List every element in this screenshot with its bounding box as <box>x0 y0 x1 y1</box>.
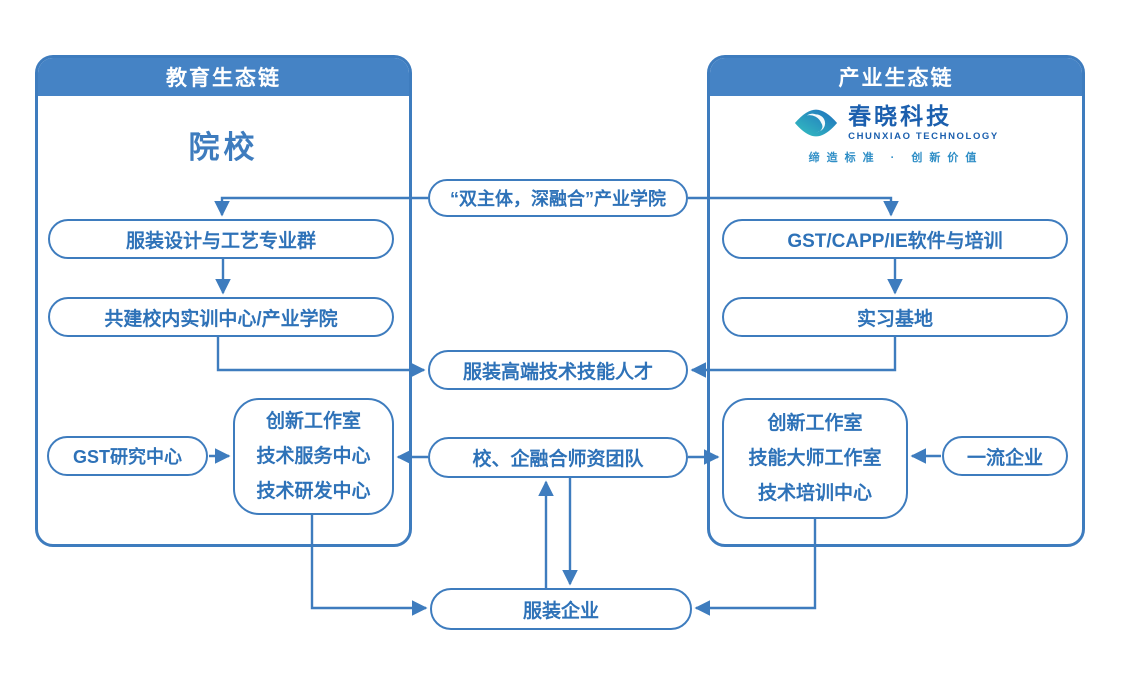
workshop-right-line-1: 创新工作室 <box>767 412 863 434</box>
workshop-right-line-3: 技术培训中心 <box>757 483 872 505</box>
workshop-left-line-1: 创新工作室 <box>265 410 361 432</box>
workshop-right-line-2: 技能大师工作室 <box>748 447 882 469</box>
workshop-left-line-2: 技术服务中心 <box>256 445 371 467</box>
logo-name-en: CHUNXIAO TECHNOLOGY <box>848 131 999 143</box>
node-talents: 服装高端技术技能人才 <box>428 350 688 390</box>
chunxiao-logo: 春晓科技 CHUNXIAO TECHNOLOGY 缔造标准 · 创新价值 <box>707 103 1085 165</box>
node-workshop-right: 创新工作室 技能大师工作室 技术培训中心 <box>722 398 908 519</box>
node-garment-enterprise: 服装企业 <box>430 588 692 630</box>
workshop-left-line-3: 技术研发中心 <box>256 481 371 503</box>
chunxiao-logo-icon <box>795 109 838 137</box>
logo-name-cn: 春晓科技 <box>848 103 953 129</box>
node-training-center: 共建校内实训中心/产业学院 <box>48 297 394 337</box>
node-gst-research: GST研究中心 <box>47 436 208 476</box>
node-workshop-left: 创新工作室 技术服务中心 技术研发中心 <box>233 398 394 515</box>
node-first-class-enterprise: 一流企业 <box>942 436 1068 476</box>
logo-tagline: 缔造标准 · 创新价值 <box>808 152 984 165</box>
college-heading: 院校 <box>188 130 259 165</box>
node-industry-college: “双主体，深融合”产业学院 <box>428 179 688 217</box>
node-software-training: GST/CAPP/IE软件与培训 <box>722 219 1068 259</box>
node-internship-base: 实习基地 <box>722 297 1068 337</box>
industry-chain-title: 产业生态链 <box>710 58 1082 96</box>
node-major-group: 服装设计与工艺专业群 <box>48 219 394 259</box>
node-teacher-team: 校、企融合师资团队 <box>428 437 688 478</box>
education-chain-title: 教育生态链 <box>38 58 409 96</box>
